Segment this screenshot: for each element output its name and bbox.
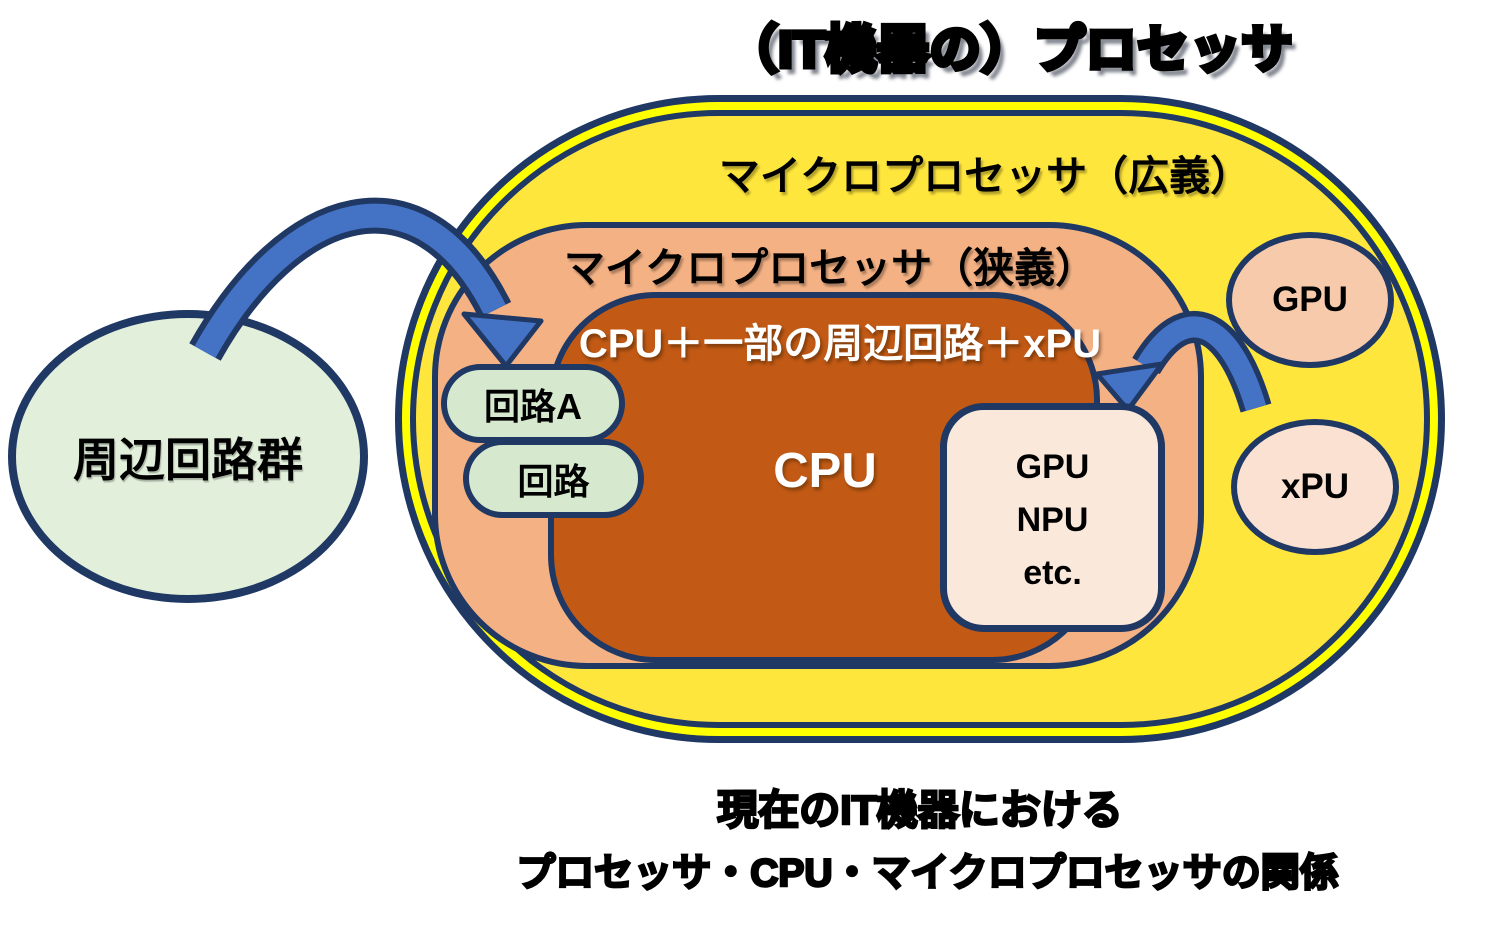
cpu-plus-peripherals-label: CPU＋一部の周辺回路＋xPU: [578, 322, 1102, 366]
diagram-title: （IT機器の）プロセッサ: [724, 19, 1295, 81]
caption-line-2: プロセッサ・CPU・マイクロプロセッサの関係: [515, 851, 1340, 897]
circuit-a-pill: 回路A: [441, 364, 625, 443]
gpu-label: GPU: [1272, 280, 1348, 319]
microprocessor-broad-label: マイクロプロセッサ（広義）: [718, 153, 1252, 199]
peripheral-group-ellipse: 周辺回路群: [8, 310, 368, 603]
caption-line-1: 現在のIT機器における: [716, 786, 1124, 835]
circuit-label: 回路: [517, 460, 590, 502]
integrated-line-npu: NPU: [1016, 501, 1089, 539]
circuit-a-label: 回路A: [484, 385, 582, 427]
circuit-pill: 回路: [463, 439, 644, 518]
integrated-line-etc: etc.: [1023, 554, 1082, 592]
gpu-ellipse: GPU: [1226, 232, 1394, 368]
peripheral-group-label: 周辺回路群: [73, 433, 303, 486]
xpu-ellipse: xPU: [1231, 419, 1399, 555]
xpu-label: xPU: [1280, 467, 1350, 506]
microprocessor-narrow-label: マイクロプロセッサ（狭義）: [563, 245, 1097, 291]
integrated-units-box: GPU NPU etc.: [940, 403, 1165, 632]
integrated-line-gpu: GPU: [1015, 448, 1090, 486]
cpu-label: CPU: [773, 444, 877, 498]
